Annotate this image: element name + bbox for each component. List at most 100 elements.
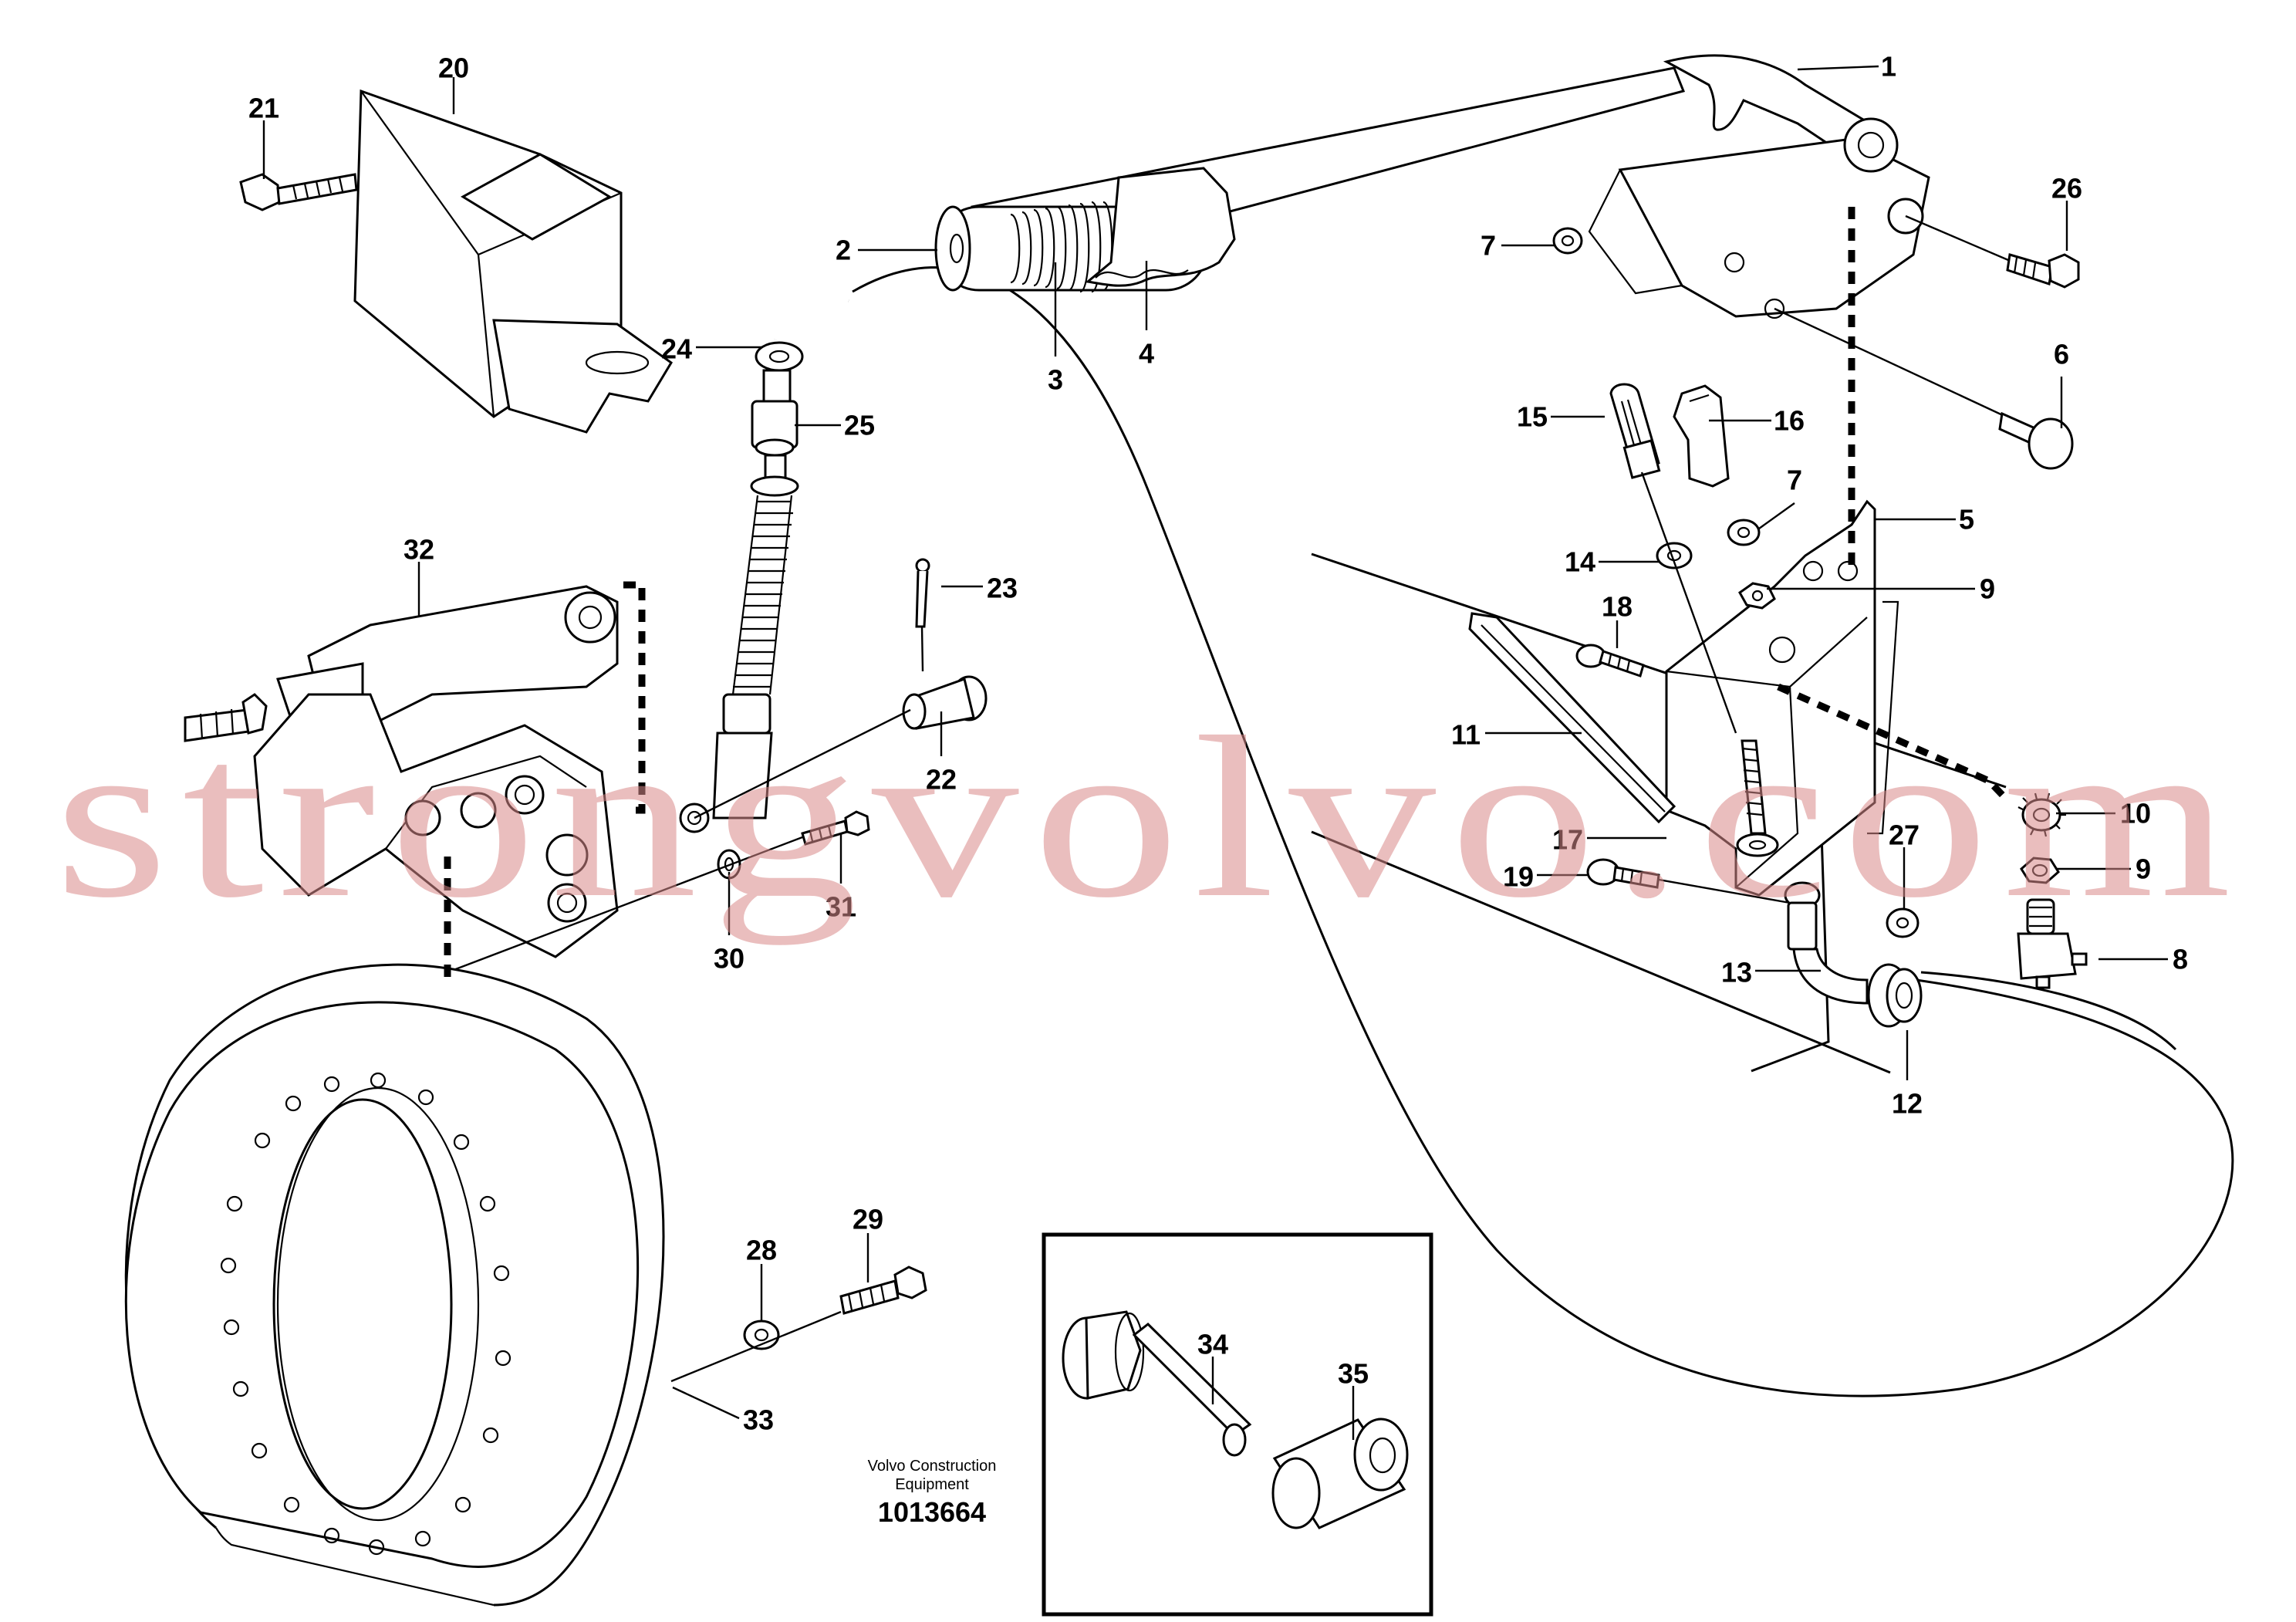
callout-4: 4	[1139, 261, 1154, 370]
lock-clip-17	[1736, 833, 1779, 857]
callout-number: 11	[1451, 719, 1481, 751]
callout-number: 24	[661, 333, 692, 365]
callout-14: 14	[1565, 546, 1659, 578]
screw-19	[1586, 858, 1791, 904]
callout-number: 5	[1959, 504, 1974, 536]
callout-15: 15	[1517, 401, 1605, 433]
footer-doc-number: 1013664	[878, 1496, 986, 1528]
callout-number: 1	[1881, 51, 1896, 83]
callout-number: 21	[248, 93, 279, 124]
clip-16	[1673, 384, 1730, 488]
callout-number: 13	[1721, 957, 1752, 988]
callout-number: 14	[1565, 546, 1595, 578]
brake-cable	[679, 296, 849, 833]
grommet-12	[1867, 963, 2177, 1051]
callout-number: 12	[1892, 1088, 1923, 1120]
nut-9-lower	[2020, 857, 2060, 884]
callout-24: 24	[661, 333, 762, 365]
footer-block: Volvo Construction Equipment 1013664	[868, 1458, 997, 1528]
disc-bolt-holes	[220, 1072, 512, 1556]
callout-20: 20	[438, 52, 469, 114]
clevis-pin	[694, 675, 988, 819]
watermark: strongvolvo.com	[54, 689, 2245, 946]
callout-number: 33	[743, 1404, 774, 1436]
callout-number: 32	[403, 534, 434, 566]
bracket-5	[1665, 499, 1899, 897]
callout-number: 10	[2120, 798, 2151, 830]
cable-end-13	[1784, 881, 1869, 1005]
alignment-dashes	[444, 207, 2009, 980]
split-pin	[915, 558, 930, 672]
callout-leader	[1797, 65, 1879, 71]
callout-number: 29	[853, 1204, 883, 1235]
callout-leader	[1758, 502, 1795, 529]
callout-number: 16	[1774, 405, 1805, 437]
callout-number: 35	[1338, 1358, 1369, 1390]
washer-7-upper	[1552, 227, 1583, 255]
callout-number: 23	[987, 573, 1018, 604]
bolt-26	[1905, 215, 2080, 289]
callout-8: 8	[2098, 944, 2188, 975]
callout-32: 32	[403, 534, 434, 617]
lever-grip	[1085, 167, 1236, 287]
callout-11: 11	[1451, 719, 1582, 751]
callout-17: 17	[1552, 824, 1666, 856]
callout-19: 19	[1503, 861, 1589, 893]
washer-28	[743, 1320, 780, 1350]
callout-number: 31	[826, 891, 856, 923]
callout-26: 26	[2051, 173, 2082, 251]
callout-30: 30	[714, 872, 745, 975]
callout-34: 34	[1197, 1329, 1228, 1404]
bolt-6	[1774, 307, 2074, 470]
hand-brake-lever	[934, 54, 1930, 319]
callout-23: 23	[941, 573, 1018, 604]
bolt-29	[670, 1265, 927, 1383]
adjuster-rod	[1640, 471, 1767, 835]
callout-number: 7	[1481, 230, 1496, 262]
callout-number: 20	[438, 52, 469, 84]
callout-25: 25	[795, 410, 875, 441]
callout-27: 27	[1889, 819, 1920, 909]
callout-31: 31	[826, 833, 856, 923]
washer-27	[1886, 907, 1920, 938]
callout-13: 13	[1721, 957, 1821, 988]
callout-number: 34	[1197, 1329, 1228, 1360]
callout-number: 15	[1517, 401, 1548, 433]
cover-box	[353, 89, 673, 434]
callout-21: 21	[248, 93, 279, 179]
screw-18	[1575, 644, 1645, 678]
callout-number: 3	[1048, 364, 1063, 396]
pin-34	[1062, 1310, 1252, 1457]
nut-9-upper	[1738, 582, 1776, 610]
detail-inset	[1042, 1232, 1433, 1617]
callout-22: 22	[926, 711, 957, 796]
callout-number: 18	[1602, 591, 1633, 623]
callout-35: 35	[1338, 1358, 1369, 1440]
callout-7: 7	[1481, 230, 1555, 262]
callout-16: 16	[1709, 405, 1805, 437]
callout-1: 1	[1797, 51, 1896, 83]
switch-8	[2017, 898, 2088, 989]
bushing-35	[1271, 1418, 1409, 1529]
callout-29: 29	[853, 1204, 883, 1282]
callout-3: 3	[1048, 262, 1063, 396]
callout-7: 7	[1758, 465, 1802, 529]
clevis-15	[1609, 383, 1661, 479]
callout-number: 26	[2051, 173, 2082, 204]
callout-10: 10	[2056, 798, 2151, 830]
washer-7-lower	[1727, 519, 1761, 546]
callout-33: 33	[672, 1386, 774, 1436]
bolt-31	[447, 810, 870, 974]
callout-number: 27	[1889, 819, 1920, 851]
callout-number: 4	[1139, 338, 1154, 370]
callout-6: 6	[2054, 339, 2069, 428]
callout-number: 2	[836, 235, 851, 266]
callout-number: 17	[1552, 824, 1583, 856]
callout-number: 30	[714, 943, 745, 975]
lock-washer-10	[2017, 792, 2066, 837]
callout-number: 7	[1787, 465, 1802, 496]
frame-outline	[852, 266, 2234, 1397]
callout-number: 6	[2054, 339, 2069, 370]
